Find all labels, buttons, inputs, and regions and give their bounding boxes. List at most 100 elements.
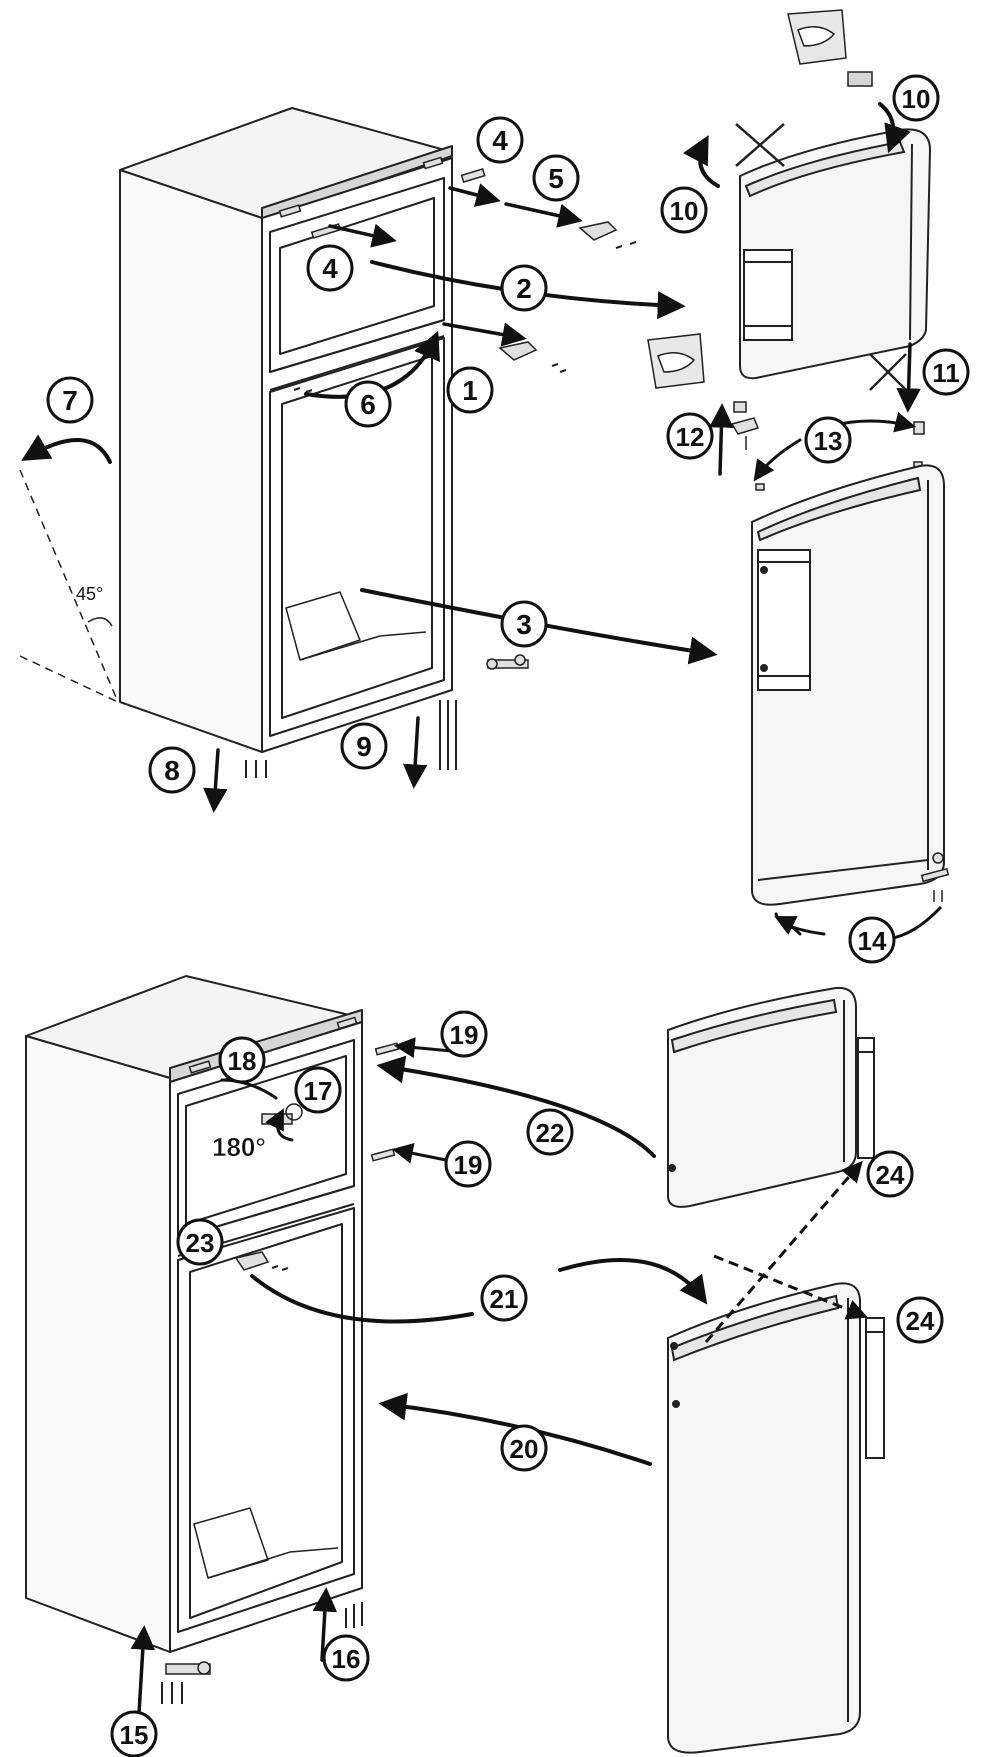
- straight-arrows: [130, 183, 921, 1732]
- tilt-angle-arc: [87, 617, 113, 627]
- step-badge-s1: 1: [446, 366, 494, 414]
- arrow-10b: [683, 135, 720, 188]
- step-badge-s13: 13: [804, 416, 852, 464]
- step-badge-circle: [46, 376, 94, 424]
- arrow-17: [265, 1108, 294, 1142]
- step-number: 7: [62, 385, 78, 416]
- step-badge-s20: 20: [500, 1424, 548, 1472]
- lower-hinge-part-top: [920, 852, 950, 902]
- step-number: 19: [450, 1020, 479, 1050]
- arrow-24b: [713, 1254, 868, 1320]
- step-badge-s12: 12: [666, 412, 714, 460]
- freezer-handle-bottom: [857, 1037, 875, 1159]
- step-badge-circle: [526, 1108, 574, 1156]
- step-badge-circle: [340, 722, 388, 770]
- step-badge-circle: [306, 244, 354, 292]
- arrow-18: [220, 1078, 278, 1100]
- step-badge-circle: [848, 916, 896, 964]
- step-badge-circle: [148, 746, 196, 794]
- step-badge-s14: 14: [848, 916, 896, 964]
- step-number: 8: [164, 755, 180, 786]
- step-badge-s23: 23: [176, 1218, 224, 1266]
- arrow-3: [360, 588, 718, 665]
- step-badge-s7: 7: [46, 376, 94, 424]
- step-badge-circle: [660, 186, 708, 234]
- process-arrows: [21, 102, 942, 1466]
- step-number: 5: [548, 163, 564, 194]
- arrow-11: [896, 342, 921, 413]
- step-badge-s18: 18: [218, 1036, 266, 1084]
- arrow-12: [709, 403, 734, 476]
- step-number: 17: [304, 1076, 333, 1106]
- step-badge-circle: [344, 380, 392, 428]
- arrow-10a: [878, 102, 911, 154]
- step-badge-s22: 22: [526, 1108, 574, 1156]
- arrow-19b: [391, 1142, 448, 1164]
- step-number: 10: [670, 196, 699, 226]
- step-number: 6: [360, 389, 376, 420]
- step-number: 1: [462, 375, 478, 406]
- step-badge-s16: 16: [322, 1634, 370, 1682]
- step-number: 24: [876, 1160, 905, 1190]
- freezer-door-top: [739, 128, 932, 380]
- step-number: 9: [356, 731, 372, 762]
- step-number: 12: [676, 422, 705, 452]
- arrow-7: [21, 434, 112, 464]
- parts-bag-icon-top: [787, 9, 873, 87]
- arrow-16: [312, 1587, 338, 1662]
- step-badge-circle: [500, 1424, 548, 1472]
- step-badge-circle: [294, 1066, 342, 1114]
- arrow-6: [304, 330, 440, 399]
- step-badge-circle: [444, 1140, 492, 1188]
- freezer-door-bottom: [667, 986, 857, 1208]
- step-number: 11: [932, 358, 960, 388]
- step-number: 16: [332, 1644, 361, 1674]
- step-badge-s24b: 24: [896, 1296, 944, 1344]
- arrow-1: [442, 322, 527, 347]
- step-badge-circle: [892, 74, 940, 122]
- step-number: 14: [858, 926, 887, 956]
- tilt-angle-label: 45°: [76, 584, 103, 604]
- arrow-21: [250, 1258, 704, 1322]
- step-badge-s5: 5: [532, 154, 580, 202]
- arrow-8: [203, 748, 228, 813]
- tilt-guide: [19, 469, 119, 703]
- step-number: 23: [186, 1228, 215, 1258]
- step-number: 2: [516, 273, 532, 304]
- fridge-door-top: [751, 464, 945, 906]
- step-badge-circle: [500, 600, 548, 648]
- step-badge-s8: 8: [148, 746, 196, 794]
- step-badge-s9: 9: [340, 722, 388, 770]
- step-badge-circle: [922, 348, 970, 396]
- fridge-door-bottom: [667, 1282, 861, 1754]
- step-badge-s11: 11: [922, 348, 970, 396]
- step-number: 4: [322, 253, 338, 284]
- step-number: 21: [490, 1284, 519, 1314]
- rotate-angle-label: 180°: [212, 1132, 266, 1162]
- fridge-body-bottom: [25, 975, 363, 1653]
- step-badge-circle: [440, 1010, 488, 1058]
- step-number: 3: [516, 609, 532, 640]
- step-badge-circle: [322, 1634, 370, 1682]
- screws-bottom: [161, 1265, 363, 1704]
- step-number: 4: [492, 125, 508, 156]
- step-badge-circle: [804, 416, 852, 464]
- step-badge-s19b: 19: [444, 1140, 492, 1188]
- arrow-4: [328, 223, 397, 248]
- arrow-5: [504, 202, 583, 228]
- step-badge-s4a: 4: [476, 116, 524, 164]
- arrow-24a: [704, 1160, 863, 1343]
- step-badge-circle: [176, 1218, 224, 1266]
- step-badge-circle: [500, 264, 548, 312]
- step-badge-s10b: 10: [660, 186, 708, 234]
- step-badge-circle: [446, 366, 494, 414]
- step-badge-s4b: 4: [306, 244, 354, 292]
- step-badge-s2: 2: [500, 264, 548, 312]
- no-symbol-10: [735, 123, 785, 167]
- step-number: 24: [906, 1306, 935, 1336]
- step-badge-s21: 21: [480, 1274, 528, 1322]
- step-badge-circle: [866, 1150, 914, 1198]
- step-number: 22: [536, 1118, 565, 1148]
- step-badge-s10a: 10: [892, 74, 940, 122]
- arrow-13b: [753, 438, 802, 482]
